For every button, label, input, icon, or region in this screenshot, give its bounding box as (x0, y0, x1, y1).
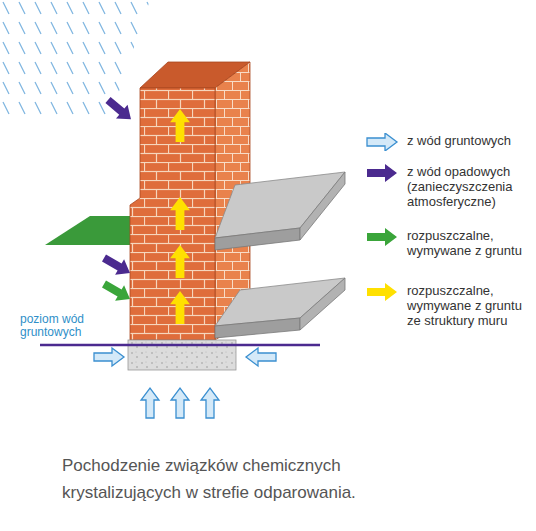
legend-text: rozpuszczalne, wymywane z gruntu ze stru… (407, 283, 532, 328)
legend-text: rozpuszczalne, wymywane z gruntu (407, 228, 532, 258)
legend-arrow (365, 164, 399, 182)
ground-surface (45, 216, 135, 245)
floor-slab-edge (215, 318, 300, 338)
legend-entry: rozpuszczalne, wymywane z gruntu ze stru… (365, 283, 532, 328)
legend-entry: z wód opadowych (zanieczyszczenia atmosf… (365, 164, 532, 209)
water-level-label: poziom wód gruntowych (20, 313, 100, 339)
groundwater-line (40, 344, 320, 347)
legend-entry: z wód gruntowych (365, 133, 532, 151)
legend-text: z wód opadowych (zanieczyszczenia atmosf… (407, 164, 532, 209)
legend-arrow (365, 133, 399, 151)
groundwater-arrows (94, 348, 276, 418)
legend-entry: rozpuszczalne, wymywane z gruntu (365, 228, 532, 258)
rain (0, 0, 150, 118)
caption: Pochodzenie związków chemicznych krystal… (62, 452, 402, 506)
rain-arrows (100, 93, 137, 281)
yellow-arrows (170, 109, 190, 324)
legend-arrow (365, 283, 399, 301)
floor-slab-edge (215, 228, 300, 250)
legend-arrow (365, 228, 399, 246)
wall-front (130, 88, 215, 340)
soil-arrows (100, 276, 135, 307)
floor-slab-edge (300, 172, 345, 240)
floor-slab-edge (300, 278, 345, 330)
legend-text: z wód gruntowych (407, 133, 532, 148)
